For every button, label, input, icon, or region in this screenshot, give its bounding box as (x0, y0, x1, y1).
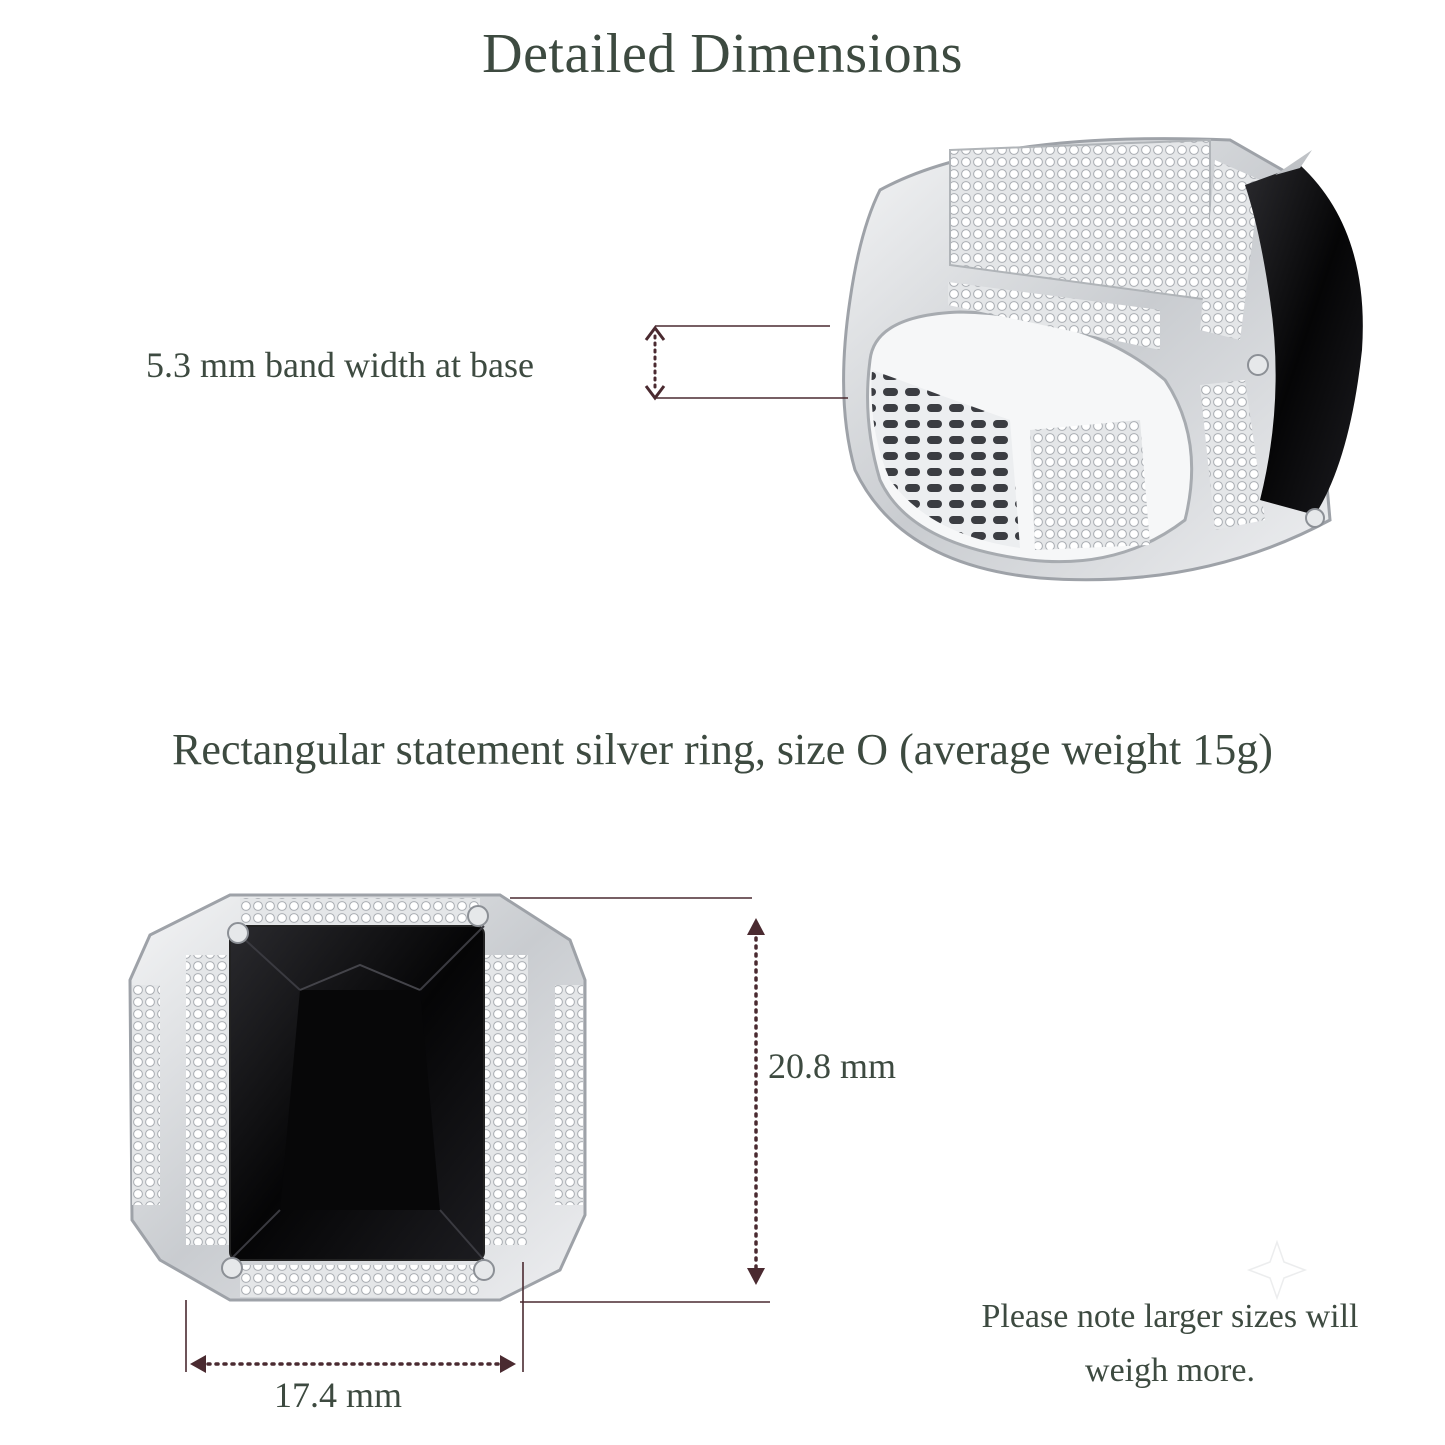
size-weight-note: Please note larger sizes will weigh more… (940, 1290, 1400, 1398)
band-width-dimension (644, 325, 848, 401)
page-title: Detailed Dimensions (482, 23, 963, 85)
product-description: Rectangular statement silver ring, size … (172, 725, 1273, 774)
height-label: 20.8 mm (768, 1046, 897, 1086)
ring-side-view (842, 137, 1363, 582)
width-label: 17.4 mm (274, 1375, 403, 1415)
band-width-label: 5.3 mm band width at base (146, 345, 534, 385)
note-line-1: Please note larger sizes will (981, 1298, 1359, 1335)
note-line-2: weigh more. (1085, 1352, 1255, 1389)
width-dimension (185, 1262, 524, 1373)
height-dimension (510, 897, 770, 1303)
sparkle-icon (1246, 1239, 1308, 1301)
ring-top-view (128, 893, 587, 1302)
